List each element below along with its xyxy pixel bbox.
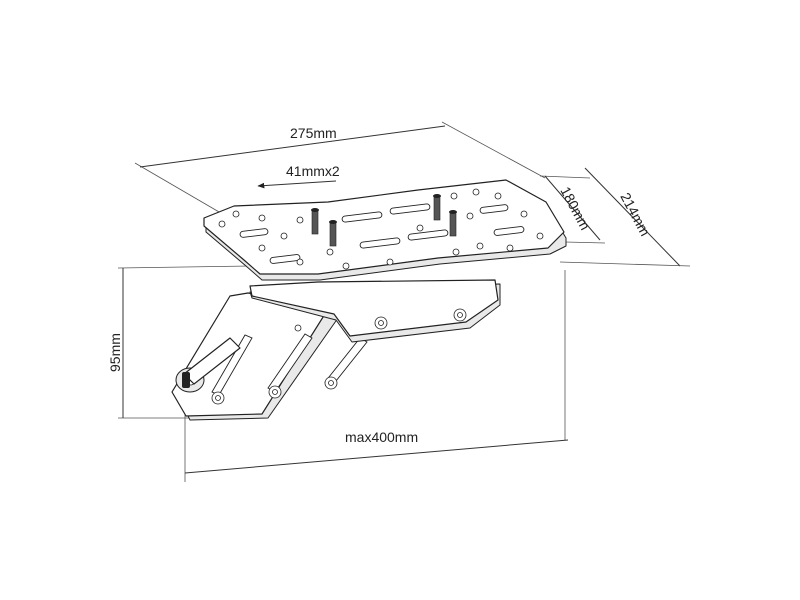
label-214mm: 214mm (617, 190, 653, 239)
dimension-41mmx2: 41mmx2 (257, 163, 340, 189)
plate-slots (239, 203, 525, 264)
arm-slots (211, 333, 368, 396)
label-max400mm: max400mm (345, 429, 418, 445)
dimension-max400mm: max400mm (184, 270, 569, 482)
connector-plate (249, 279, 501, 343)
dimension-95mm: 95mm (107, 265, 251, 419)
plate-holes (218, 188, 544, 270)
label-275mm: 275mm (290, 125, 337, 141)
arm-bolts (211, 376, 338, 405)
label-95mm: 95mm (107, 333, 123, 372)
label-41mmx2: 41mmx2 (286, 163, 340, 179)
top-mounting-plate (203, 179, 567, 281)
hinge-pivot (175, 337, 241, 393)
label-180mm: 180mm (557, 184, 593, 233)
mounting-studs (311, 194, 457, 247)
